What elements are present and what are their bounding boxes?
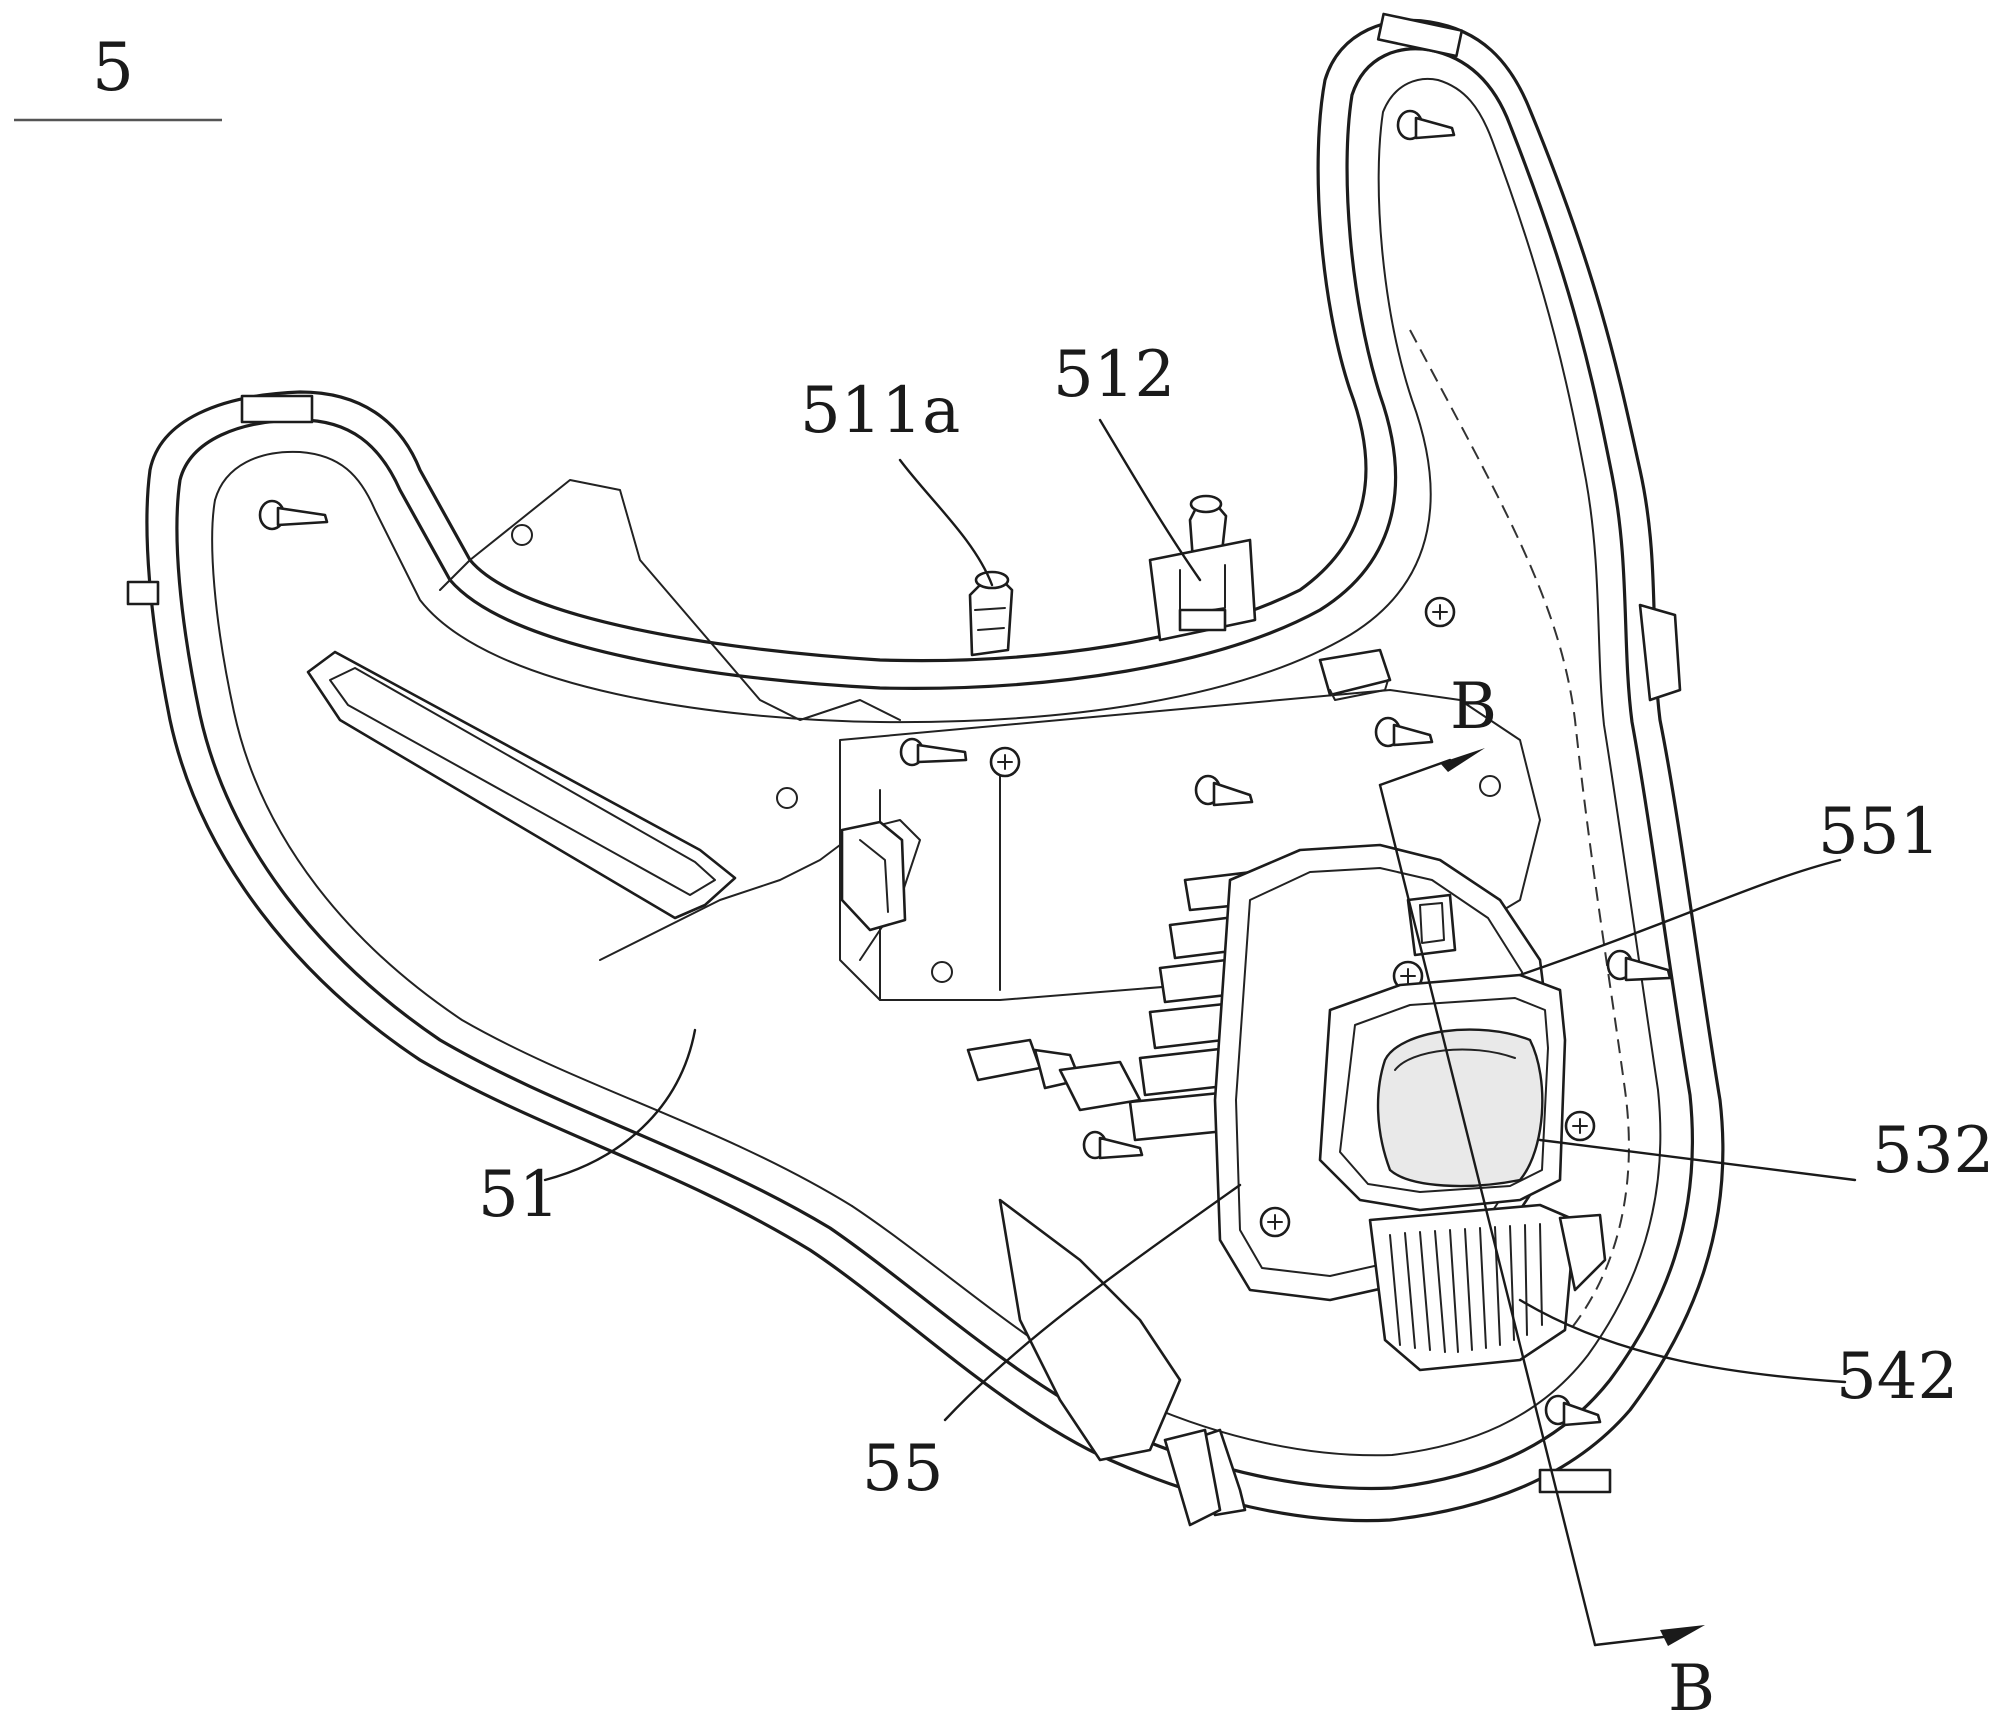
section-line-top-stub	[1378, 758, 1452, 787]
lens-housing-532	[1318, 973, 1567, 1212]
pin-bottom	[1544, 1394, 1602, 1427]
mounting-post-511a	[968, 570, 1014, 657]
section-label-bottom: B	[1668, 1652, 1715, 1718]
pin-3	[899, 737, 968, 767]
leader-551	[1518, 858, 1842, 977]
housing-lower-flange	[211, 499, 853, 1207]
leader-lines	[543, 418, 1857, 1422]
side-bracket	[840, 820, 907, 932]
label-511a: 511a	[800, 374, 960, 448]
pin-right-top	[1396, 109, 1456, 141]
housing-inner-flange	[214, 77, 1662, 1457]
bracket-screw-2	[1259, 1206, 1291, 1238]
leader-542	[1518, 1298, 1847, 1384]
hole-3	[931, 961, 953, 983]
section-arrow-top	[1440, 748, 1485, 772]
lower-housing	[998, 1198, 1222, 1527]
pin-1	[1374, 716, 1434, 748]
lower-housing-foot	[1163, 1428, 1222, 1527]
leader-51	[543, 1028, 697, 1182]
reflector-fins	[1389, 1223, 1543, 1353]
housing-right-top-tab	[1376, 12, 1464, 58]
label-542: 542	[1836, 1340, 1958, 1414]
mounting-post-512	[1148, 494, 1257, 642]
housing-bottom-tab	[1538, 1468, 1612, 1494]
label-512: 512	[1053, 338, 1175, 412]
section-line-b: B B	[1378, 670, 1715, 1718]
section-arrow-bottom	[1660, 1625, 1705, 1646]
hole-4	[1479, 775, 1501, 797]
housing-left-top-tab	[240, 394, 314, 424]
housing-left-window	[306, 650, 737, 920]
bracket-screw-3	[1564, 1110, 1596, 1142]
figure-number: 5	[14, 29, 222, 122]
leader-512	[1098, 418, 1202, 582]
housing-left-clip	[126, 580, 160, 606]
section-label-top: B	[1450, 670, 1497, 744]
label-551: 551	[1818, 795, 1940, 869]
reference-numerals: 511a 512 551 532 542 51 55	[478, 338, 1994, 1506]
screw-1	[989, 746, 1021, 778]
mounting-plate	[258, 109, 1672, 1427]
pin-lower-left	[1082, 1130, 1144, 1160]
housing-left-wall	[439, 479, 901, 721]
housing-51	[126, 12, 1725, 1523]
housing-right-clip	[1638, 603, 1682, 702]
pin-2	[1194, 774, 1254, 807]
bracket-clip	[1178, 608, 1227, 632]
label-51: 51	[478, 1158, 559, 1232]
section-line-diagonal	[1378, 783, 1597, 1647]
housing-outer-contour	[145, 18, 1725, 1523]
figure-number-text: 5	[92, 29, 134, 106]
connector-lower	[966, 1038, 1142, 1112]
pin-left-top	[258, 499, 329, 531]
leader-55	[943, 1183, 1242, 1422]
housing-hidden-line-right	[1409, 329, 1630, 1331]
leader-511a	[898, 458, 994, 587]
hole-1	[511, 524, 533, 546]
leader-532	[1538, 1138, 1857, 1182]
housing-left-window-inner	[329, 667, 716, 896]
label-532: 532	[1872, 1114, 1994, 1188]
housing-rim-contour	[175, 47, 1694, 1491]
pin-right	[1606, 949, 1672, 982]
label-55: 55	[862, 1432, 943, 1506]
screw-2	[1424, 596, 1456, 628]
hole-2	[776, 787, 798, 809]
reflector-542	[1368, 1203, 1607, 1372]
reflector-side	[1558, 1213, 1607, 1292]
connector-top	[1318, 648, 1392, 701]
